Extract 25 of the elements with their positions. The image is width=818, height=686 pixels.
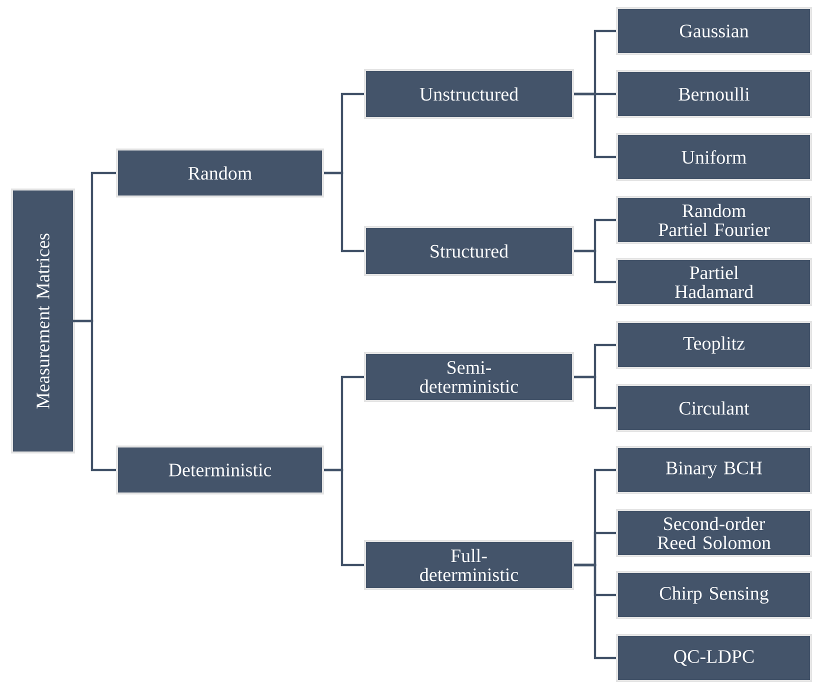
connector-line [574, 564, 616, 660]
category-box: Binary BCH [616, 446, 812, 494]
category-box: Partiel Hadamard [616, 258, 812, 306]
connector-line [324, 172, 364, 252]
category-box: Deterministic [116, 446, 324, 494]
category-box: Semi- deterministic [364, 352, 574, 402]
category-box: Gaussian [616, 7, 812, 55]
category-box: Circulant [616, 384, 812, 432]
connector-line [574, 92, 616, 158]
category-box: Random Partiel Fourier [616, 196, 812, 244]
category-box: Bernoulli [616, 70, 812, 118]
category-box: Second-order Reed Solomon [616, 509, 812, 557]
category-box: Random [116, 148, 324, 198]
category-box: Uniform [616, 133, 812, 181]
category-box: Full- deterministic [364, 540, 574, 590]
category-box: Teoplitz [616, 321, 812, 369]
connector-line [324, 468, 364, 566]
category-box: QC-LDPC [616, 634, 812, 682]
connector-line [574, 250, 616, 284]
category-box: Unstructured [364, 69, 574, 119]
connector-line [43, 320, 116, 472]
connector-line [574, 376, 616, 410]
category-box: Chirp Sensing [616, 571, 812, 619]
category-box: Structured [364, 226, 574, 276]
category-box: Measurement Matrices [11, 188, 75, 454]
